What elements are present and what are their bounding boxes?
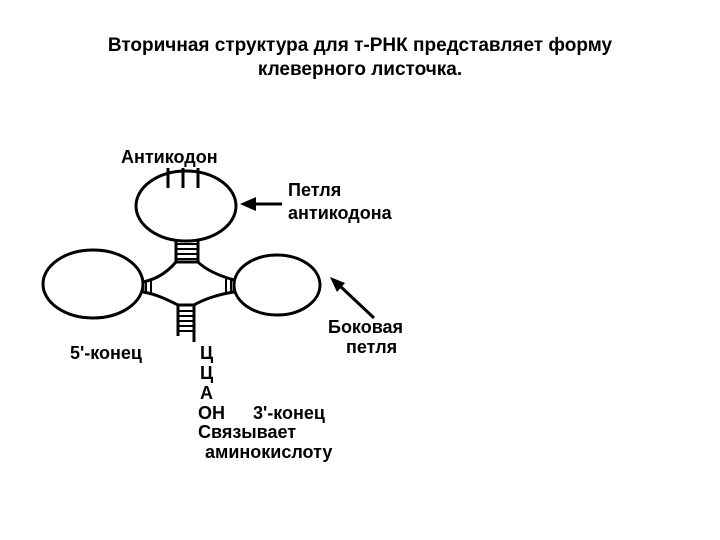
anticodon-loop-label-1: Петля bbox=[288, 180, 341, 200]
three-prime-base-2: Ц bbox=[200, 363, 214, 383]
anticodon-label: Антикодон bbox=[121, 147, 218, 167]
anticodon-loop-arrow bbox=[240, 197, 282, 211]
title-line-1: Вторичная структура для т-РНК представля… bbox=[107, 35, 613, 56]
three-prime-base-3: А bbox=[200, 383, 213, 403]
left-loop bbox=[41, 248, 145, 320]
left-stem-base-pairs bbox=[145, 280, 152, 293]
five-prime-end-label: 5'-конец bbox=[70, 343, 142, 363]
anticodon-ticks bbox=[166, 168, 200, 188]
acceptor-stem-base-pairs bbox=[178, 310, 194, 332]
right-side-loop bbox=[232, 253, 322, 317]
three-prime-end-label: 3'-конец bbox=[253, 403, 325, 423]
right-stem-base-pairs bbox=[225, 279, 232, 293]
title-line-2: клеверного листочка. bbox=[257, 59, 463, 80]
central-junction bbox=[141, 260, 236, 307]
slide-title: Вторичная структура для т-РНК представля… bbox=[0, 34, 720, 82]
anticodon-loop-label-2: антикодона bbox=[288, 203, 393, 223]
binds-label-1: Связывает bbox=[198, 422, 296, 442]
three-prime-base-1: Ц bbox=[200, 343, 214, 363]
anticodon-loop bbox=[134, 169, 238, 243]
side-loop-label-2: петля bbox=[346, 337, 397, 357]
oh-label: ОН bbox=[198, 403, 225, 423]
side-loop-arrow bbox=[330, 277, 376, 320]
side-loop-label-1: Боковая bbox=[328, 317, 403, 337]
top-stem-base-pairs bbox=[176, 243, 198, 260]
binds-label-2: аминокислоту bbox=[205, 442, 332, 462]
